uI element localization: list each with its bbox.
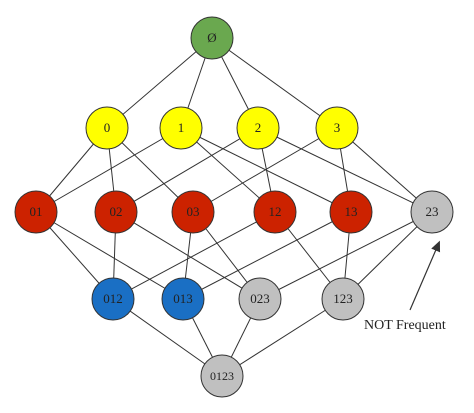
node-label-2: 2	[255, 120, 262, 135]
node-circle-1	[159, 106, 203, 150]
node-01: 01	[14, 190, 58, 234]
node-label-0123: 0123	[210, 369, 234, 383]
node-circle-2	[236, 106, 280, 150]
edge-empty-3	[211, 37, 338, 129]
node-label-23: 23	[426, 204, 439, 219]
edge-2-02	[115, 127, 259, 213]
node-3: 3	[315, 106, 359, 150]
edge-12-012	[112, 211, 276, 300]
edge-012-0123	[112, 298, 223, 377]
node-13: 13	[329, 190, 373, 234]
node-label-02: 02	[110, 204, 123, 219]
edge-123-0123	[221, 298, 344, 377]
node-circle-03	[171, 190, 215, 234]
node-label-023: 023	[250, 291, 270, 306]
node-12: 12	[253, 190, 297, 234]
node-circle-12	[253, 190, 297, 234]
node-label-013: 013	[173, 291, 193, 306]
node-03: 03	[171, 190, 215, 234]
node-label-01: 01	[30, 204, 43, 219]
node-1: 1	[159, 106, 203, 150]
node-0: 0	[85, 106, 129, 150]
node-label-012: 012	[103, 291, 123, 306]
node-label-3: 3	[334, 120, 341, 135]
node-empty: Ø	[190, 16, 234, 60]
edge-01-013	[35, 211, 184, 300]
node-label-0: 0	[104, 120, 111, 135]
node-label-12: 12	[269, 204, 282, 219]
node-013: 013	[161, 277, 205, 321]
annotation-label: NOT Frequent	[364, 318, 446, 333]
edge-2-23	[257, 127, 433, 213]
not-frequent-annotation: NOT Frequent	[364, 240, 446, 333]
edge-1-01	[35, 127, 182, 213]
node-circle-013	[161, 277, 205, 321]
edge-13-013	[182, 211, 352, 300]
node-123: 123	[321, 277, 365, 321]
node-label-empty: Ø	[207, 30, 216, 45]
edge-23-023	[259, 211, 433, 300]
edge-3-03	[192, 127, 338, 213]
node-label-123: 123	[333, 291, 353, 306]
node-circle-empty	[190, 16, 234, 60]
edge-empty-0	[106, 37, 213, 129]
annotation-arrow	[409, 240, 441, 311]
node-circle-02	[94, 190, 138, 234]
node-012: 012	[91, 277, 135, 321]
node-023: 023	[238, 277, 282, 321]
node-2: 2	[236, 106, 280, 150]
node-circle-0	[85, 106, 129, 150]
node-label-03: 03	[187, 204, 200, 219]
node-circle-023	[238, 277, 282, 321]
node-circle-0123	[200, 354, 244, 398]
node-label-1: 1	[178, 120, 185, 135]
node-02: 02	[94, 190, 138, 234]
node-label-13: 13	[345, 204, 358, 219]
node-circle-23	[410, 190, 454, 234]
node-circle-3	[315, 106, 359, 150]
node-0123: 0123	[200, 354, 244, 398]
node-23: 23	[410, 190, 454, 234]
node-circle-13	[329, 190, 373, 234]
node-circle-123	[321, 277, 365, 321]
node-circle-01	[14, 190, 58, 234]
node-circle-012	[91, 277, 135, 321]
